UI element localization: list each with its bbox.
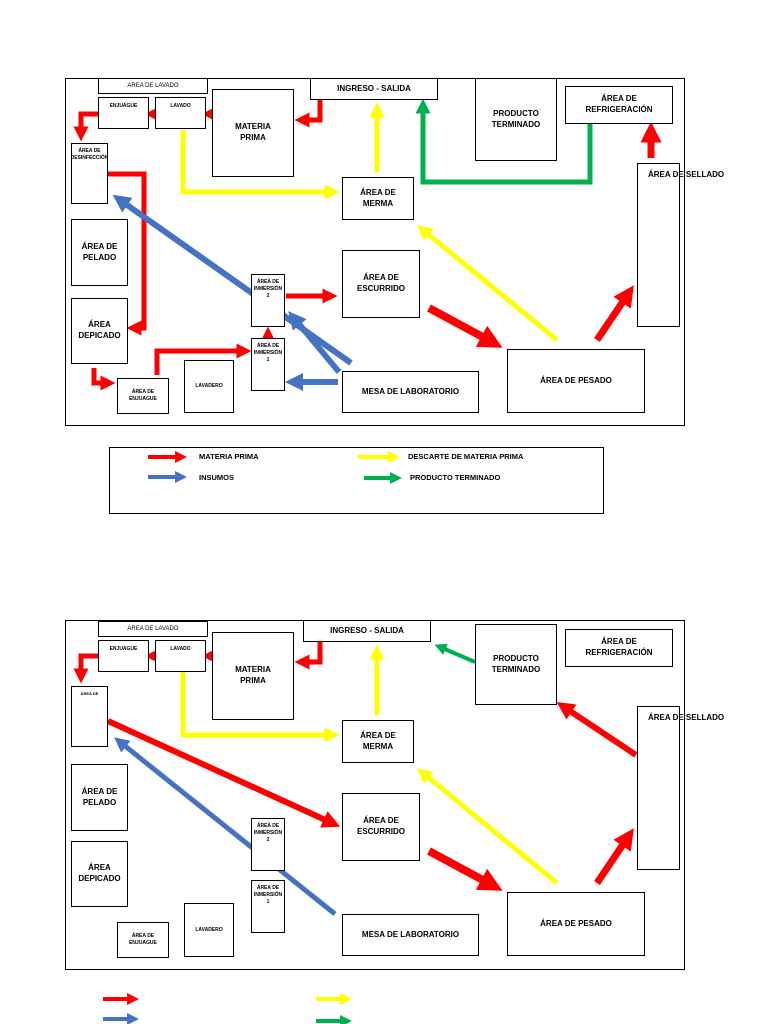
- legend-label-materia-prima: MATERIA PRIMA: [199, 452, 259, 461]
- legend-label-insumos: INSUMOS: [199, 473, 235, 482]
- layout-diagram-2: AREA DE LAVADO ENJUAGUE LAVADO MATERIA P…: [0, 540, 768, 970]
- area-lavado-label: AREA DE LAVADO: [98, 621, 208, 637]
- area-merma-box: ÁREA DE MERMA: [342, 720, 414, 763]
- legend-label-producto-terminado: PRODUCTO TERMINADO: [410, 473, 501, 482]
- area-enjuague-box: ÁREA DE ENJUAGUE: [117, 922, 169, 958]
- area-escurrido-box: ÁREA DE ESCURRIDO: [342, 793, 420, 861]
- area-refrigeracion-box: ÁREA DE REFRIGERACIÓN: [565, 86, 673, 124]
- area-pelado-box: ÁREA DE PELADO: [71, 219, 128, 286]
- area-inmersion-2-box: ÁREA DE INMERSIÓN 2: [251, 274, 285, 327]
- area-sellado-box: ÁREA DE SELLADO: [637, 706, 724, 870]
- ingreso-salida-box: INGRESO - SALIDA: [310, 78, 438, 100]
- area-sellado-label: ÁREA DE SELLADO: [648, 170, 725, 179]
- enjuague-box: ENJUAGUE: [98, 640, 149, 672]
- area-depicado-box: ÁREA DEPICADO: [71, 841, 128, 907]
- area-enjuague-box: ÁREA DE ENJUAGUE: [117, 378, 169, 414]
- area-inmersion-1-box: ÁREA DE INMERSIÓN 1: [251, 338, 285, 391]
- area-depicado-box: ÁREA DEPICADO: [71, 298, 128, 364]
- area-sellado-box: ÁREA DE SELLADO: [637, 163, 724, 327]
- materia-prima-box: MATERIA PRIMA: [212, 632, 294, 720]
- mesa-laboratorio-box: MESA DE LABORATORIO: [342, 914, 479, 956]
- area-merma-box: ÁREA DE MERMA: [342, 177, 414, 220]
- area-desinfeccion-box: ÁREA DE DESINFECCIÓN: [71, 143, 108, 204]
- area-pesado-box: ÁREA DE PESADO: [507, 892, 645, 956]
- lavadero-box: LAVADERO: [184, 360, 234, 413]
- lavadero-box: LAVADERO: [184, 903, 234, 957]
- legend-box: [109, 447, 604, 514]
- area-refrigeracion-box: ÁREA DE REFRIGERACIÓN: [565, 629, 673, 667]
- area-desinfeccion-label: ÁREA DE: [80, 691, 99, 696]
- area-sellado-label: ÁREA DE SELLADO: [648, 713, 725, 722]
- producto-terminado-box: PRODUCTO TERMINADO: [475, 624, 557, 705]
- area-lavado-label: AREA DE LAVADO: [98, 78, 208, 94]
- area-desinfeccion-box: ÁREA DE: [71, 686, 108, 747]
- area-pesado-box: ÁREA DE PESADO: [507, 349, 645, 413]
- producto-terminado-box: PRODUCTO TERMINADO: [475, 78, 557, 161]
- area-pelado-box: ÁREA DE PELADO: [71, 764, 128, 831]
- legend-label-descarte: DESCARTE DE MATERIA PRIMA: [408, 452, 524, 461]
- lavado-box: LAVADO: [155, 97, 206, 129]
- enjuague-box: ENJUAGUE: [98, 97, 149, 129]
- area-escurrido-box: ÁREA DE ESCURRIDO: [342, 250, 420, 318]
- materia-prima-box: MATERIA PRIMA: [212, 89, 294, 177]
- area-inmersion-2-box: ÁREA DE INMERSIÓN 2: [251, 818, 285, 871]
- lavado-box: LAVADO: [155, 640, 206, 672]
- area-inmersion-1-box: ÁREA DE INMERSIÓN 1: [251, 880, 285, 933]
- mesa-laboratorio-box: MESA DE LABORATORIO: [342, 371, 479, 413]
- layout-diagram-1: AREA DE LAVADO ENJUAGUE LAVADO MATERIA P…: [0, 0, 768, 426]
- ingreso-salida-box: INGRESO - SALIDA: [303, 620, 431, 642]
